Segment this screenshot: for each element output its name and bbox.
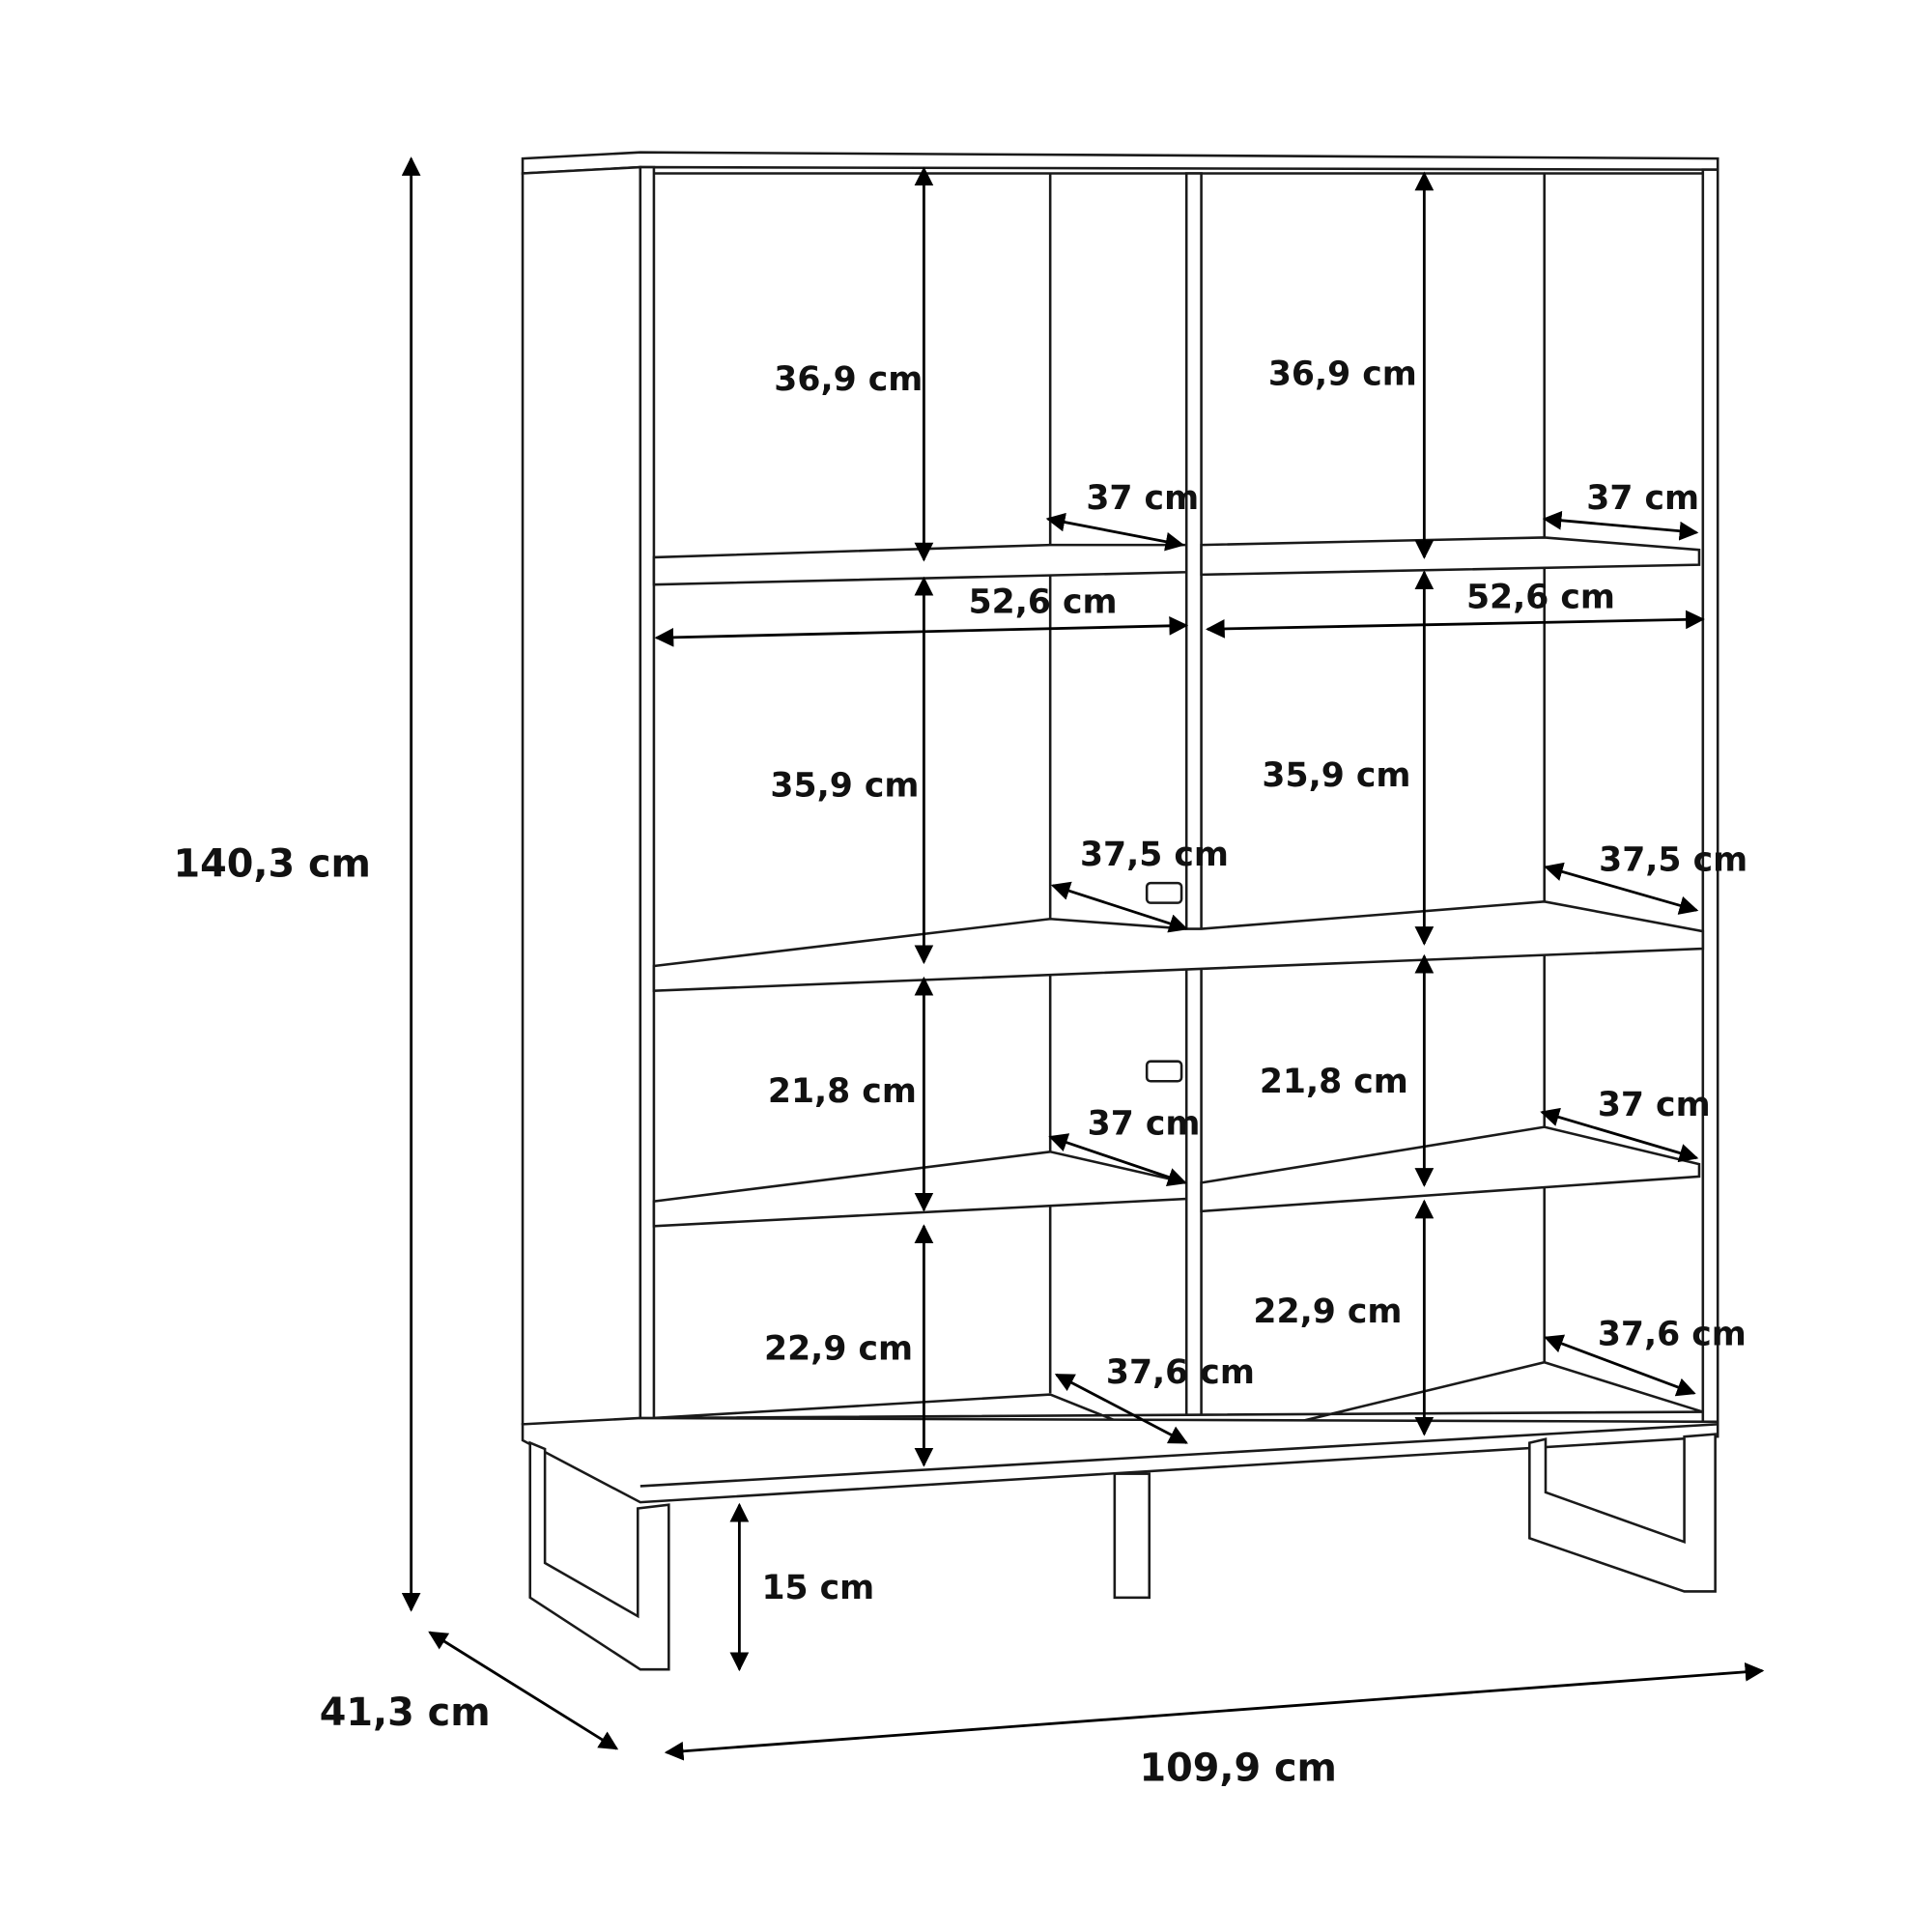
overall-depth-label: 41,3 cm <box>320 1690 491 1735</box>
right-depth-3: 37 cm <box>1598 1086 1711 1124</box>
left-depth-4: 37,6 cm <box>1106 1353 1255 1392</box>
left-width: 52,6 cm <box>969 583 1118 622</box>
left-side-panel <box>521 165 642 1489</box>
right-depth-4: 37,6 cm <box>1598 1315 1747 1353</box>
base-plinth <box>521 1416 1719 1504</box>
overall-width-label: 109,9 cm <box>1139 1747 1336 1791</box>
left-depth-1: 37 cm <box>1086 479 1199 518</box>
left-depth-3: 37 cm <box>1088 1104 1201 1143</box>
cabinet-drawing <box>521 151 1719 1671</box>
hinge <box>1145 881 1183 904</box>
left-height-4: 22,9 cm <box>764 1330 913 1369</box>
right-width: 52,6 cm <box>1466 578 1615 616</box>
dimension-lines <box>401 156 1765 1761</box>
leg-height-label: 15 cm <box>761 1569 874 1607</box>
left-front-edge <box>639 165 656 1488</box>
legs <box>528 1433 1717 1671</box>
overall-height-label: 140,3 cm <box>173 842 370 887</box>
left-height-2: 35,9 cm <box>770 766 919 805</box>
left-height-3: 21,8 cm <box>768 1072 917 1111</box>
right-depth-2: 37,5 cm <box>1599 840 1747 879</box>
top-panel <box>521 151 1719 175</box>
hinge <box>1145 1060 1183 1083</box>
right-height-2: 35,9 cm <box>1262 756 1410 795</box>
right-depth-1: 37 cm <box>1586 479 1699 518</box>
right-height-4: 22,9 cm <box>1253 1293 1402 1331</box>
right-height-3: 21,8 cm <box>1260 1063 1408 1101</box>
dimension-labels: 140,3 cm 41,3 cm 109,9 cm 15 cm 36,9 cm … <box>173 355 1747 1791</box>
left-depth-2: 37,5 cm <box>1080 836 1229 874</box>
middle-divider <box>1184 172 1203 1457</box>
right-height-1: 36,9 cm <box>1268 355 1417 394</box>
right-side-panel <box>1701 168 1719 1426</box>
left-height-1: 36,9 cm <box>774 360 923 399</box>
